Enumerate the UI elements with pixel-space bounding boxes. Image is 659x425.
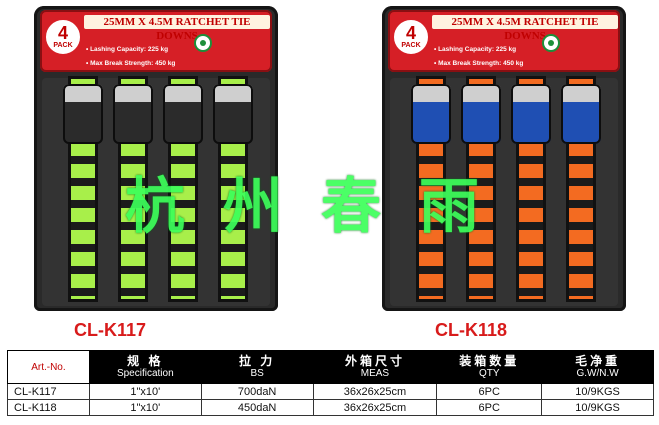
pack-count: 4 bbox=[405, 23, 416, 43]
cell-art-no: CL-K117 bbox=[7, 383, 90, 400]
pack-word: PACK bbox=[401, 42, 421, 49]
model-label-k118: CL-K118 bbox=[435, 320, 508, 340]
pack-word: PACK bbox=[53, 42, 73, 49]
pack-badge: 4 PACK bbox=[392, 18, 430, 56]
ratchet-handle-3 bbox=[163, 84, 203, 144]
ratchet-handle-4 bbox=[213, 84, 253, 144]
table-row: CL-K118 1"x10' 450daN 36x26x25cm 6PC 10/… bbox=[7, 399, 654, 416]
break-strength: • Max Break Strength: 450 kg bbox=[434, 60, 524, 67]
cell-weight: 10/9KGS bbox=[541, 383, 654, 400]
cell-bs: 450daN bbox=[200, 399, 314, 416]
package-header: 4 PACK 25MM X 4.5M RATCHET TIE DOWNS • L… bbox=[40, 10, 272, 72]
cell-bs: 700daN bbox=[200, 383, 314, 400]
lashing-capacity: • Lashing Capacity: 225 kg bbox=[86, 46, 169, 53]
cell-meas: 36x26x25cm bbox=[312, 399, 438, 416]
ratchet-handle-1 bbox=[63, 84, 103, 144]
certification-logo-icon bbox=[542, 34, 560, 52]
package-title: 25MM X 4.5M RATCHET TIE DOWNS bbox=[432, 15, 618, 42]
cell-qty: 6PC bbox=[436, 399, 543, 416]
ratchet-handle-2 bbox=[461, 84, 501, 144]
ratchet-handle-1 bbox=[411, 84, 451, 144]
package-header: 4 PACK 25MM X 4.5M RATCHET TIE DOWNS • L… bbox=[388, 10, 620, 72]
ratchet-handle-3 bbox=[511, 84, 551, 144]
cell-art-no: CL-K118 bbox=[7, 399, 90, 416]
pack-count: 4 bbox=[57, 23, 68, 43]
product-card-k117: 4 PACK 25MM X 4.5M RATCHET TIE DOWNS • L… bbox=[34, 6, 278, 311]
table-row: CL-K117 1"x10' 700daN 36x26x25cm 6PC 10/… bbox=[7, 383, 654, 400]
pack-badge: 4 PACK bbox=[44, 18, 82, 56]
header-art-no: Art.-No. bbox=[7, 350, 90, 384]
ratchet-handle-4 bbox=[561, 84, 601, 144]
cell-meas: 36x26x25cm bbox=[312, 383, 438, 400]
cell-qty: 6PC bbox=[436, 383, 543, 400]
cell-specification: 1"x10' bbox=[88, 399, 202, 416]
cell-weight: 10/9KGS bbox=[541, 399, 654, 416]
lashing-capacity: • Lashing Capacity: 225 kg bbox=[434, 46, 517, 53]
cell-specification: 1"x10' bbox=[88, 383, 202, 400]
product-card-k118: 4 PACK 25MM X 4.5M RATCHET TIE DOWNS • L… bbox=[382, 6, 626, 311]
ratchet-handle-2 bbox=[113, 84, 153, 144]
certification-logo-icon bbox=[194, 34, 212, 52]
break-strength: • Max Break Strength: 450 kg bbox=[86, 60, 176, 67]
watermark-text: 杭州春雨 bbox=[125, 172, 517, 242]
package-title: 25MM X 4.5M RATCHET TIE DOWNS bbox=[84, 15, 270, 42]
model-label-k117: CL-K117 bbox=[74, 320, 147, 340]
